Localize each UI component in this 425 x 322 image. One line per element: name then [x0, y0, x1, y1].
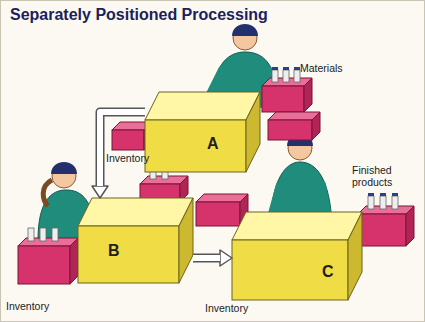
title: Separately Positioned Processing	[10, 6, 268, 24]
bottles	[28, 70, 398, 241]
worker-hair	[43, 180, 52, 206]
arrow-outline	[100, 112, 145, 186]
inventory-label: Inventory	[6, 300, 76, 312]
table-shape	[78, 198, 193, 283]
arrow-fill	[100, 112, 145, 186]
table-top	[78, 198, 193, 226]
table-top	[232, 212, 362, 240]
crate-side	[304, 78, 312, 112]
workstation-table: B	[78, 198, 193, 283]
crate-front	[262, 86, 304, 112]
bottle	[28, 228, 34, 241]
crate-side	[70, 238, 78, 284]
bottle-cap	[283, 67, 289, 70]
bottle	[392, 196, 398, 209]
inventory-label: Inventory	[205, 302, 275, 314]
crate-top	[196, 194, 248, 202]
table-side	[246, 92, 260, 172]
crate-front	[18, 246, 70, 284]
arrow-fill	[193, 255, 220, 261]
crate-top	[18, 238, 78, 246]
table-side	[348, 212, 362, 300]
table-top	[145, 92, 260, 120]
station-letter: B	[108, 243, 120, 259]
table-shape	[232, 212, 362, 300]
station-letter: A	[207, 136, 219, 152]
station-letter: C	[322, 264, 334, 280]
bottle	[272, 70, 278, 82]
flow-arrow	[193, 258, 220, 259]
bottle	[283, 70, 289, 82]
materials-label: Materials	[300, 62, 380, 74]
bottle-cap	[392, 193, 398, 196]
crate-front	[358, 214, 406, 246]
crate-front	[112, 130, 144, 150]
worker-cap	[51, 162, 77, 174]
bottle-cap	[380, 193, 386, 196]
bottle	[368, 196, 374, 209]
arrow-outline	[193, 254, 220, 263]
table-front	[78, 226, 179, 283]
bottle	[40, 228, 46, 241]
flow-arrow	[100, 112, 145, 186]
bottle-cap	[294, 67, 300, 70]
inventory-label: Inventory	[106, 152, 176, 164]
bottle-cap	[272, 67, 278, 70]
worker-cap	[232, 24, 258, 36]
crate-side	[312, 112, 320, 140]
crate-side	[406, 206, 414, 246]
workstation-table: C	[232, 212, 362, 300]
table-front	[145, 120, 246, 172]
table-side	[179, 198, 193, 283]
crate-front	[196, 202, 240, 226]
finished-products-label: Finished products	[352, 164, 416, 188]
bottle	[52, 228, 58, 241]
crate-top	[268, 112, 320, 120]
bottle-cap	[368, 193, 374, 196]
table-shape	[145, 92, 260, 172]
bottle	[294, 70, 300, 82]
workstation-table: A	[145, 92, 260, 172]
table-front	[232, 240, 348, 300]
bottle	[380, 196, 386, 209]
crate-front	[268, 120, 312, 140]
